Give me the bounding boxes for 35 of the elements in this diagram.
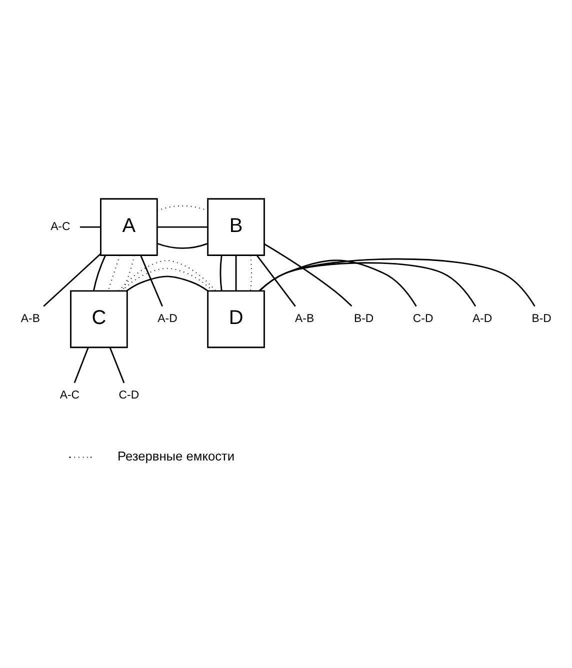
node-text: A-D	[158, 312, 178, 324]
connector	[264, 242, 352, 306]
connector	[109, 346, 125, 383]
connector	[220, 254, 222, 290]
node-text: A-C	[50, 220, 70, 232]
connector	[80, 226, 101, 228]
connector	[235, 254, 237, 290]
node-text: A-B	[295, 312, 314, 324]
node-text: A-D	[472, 312, 492, 324]
node-box: B	[207, 198, 265, 256]
connector	[43, 252, 102, 306]
node-text: B-D	[354, 312, 374, 324]
connector	[74, 346, 89, 383]
node-box: C	[70, 290, 128, 348]
connector	[258, 259, 417, 306]
node-text: B-D	[532, 312, 552, 324]
node-text: C-D	[412, 312, 434, 324]
connector	[92, 254, 106, 291]
connector	[122, 254, 135, 291]
node-text: A-B	[20, 312, 40, 324]
node-text: A-C	[60, 389, 80, 402]
connector	[108, 254, 120, 291]
node-box: A	[100, 198, 158, 256]
node-text: C-D	[118, 389, 140, 402]
connector	[140, 254, 163, 306]
connector	[118, 260, 216, 291]
connector	[122, 267, 214, 291]
connector	[126, 275, 208, 291]
legend-label: Резервные емкости	[117, 448, 235, 463]
connector	[258, 258, 536, 306]
connector	[156, 242, 208, 248]
connector	[157, 204, 208, 211]
connector	[157, 226, 208, 228]
connector	[256, 254, 296, 306]
node-box: D	[207, 290, 265, 348]
